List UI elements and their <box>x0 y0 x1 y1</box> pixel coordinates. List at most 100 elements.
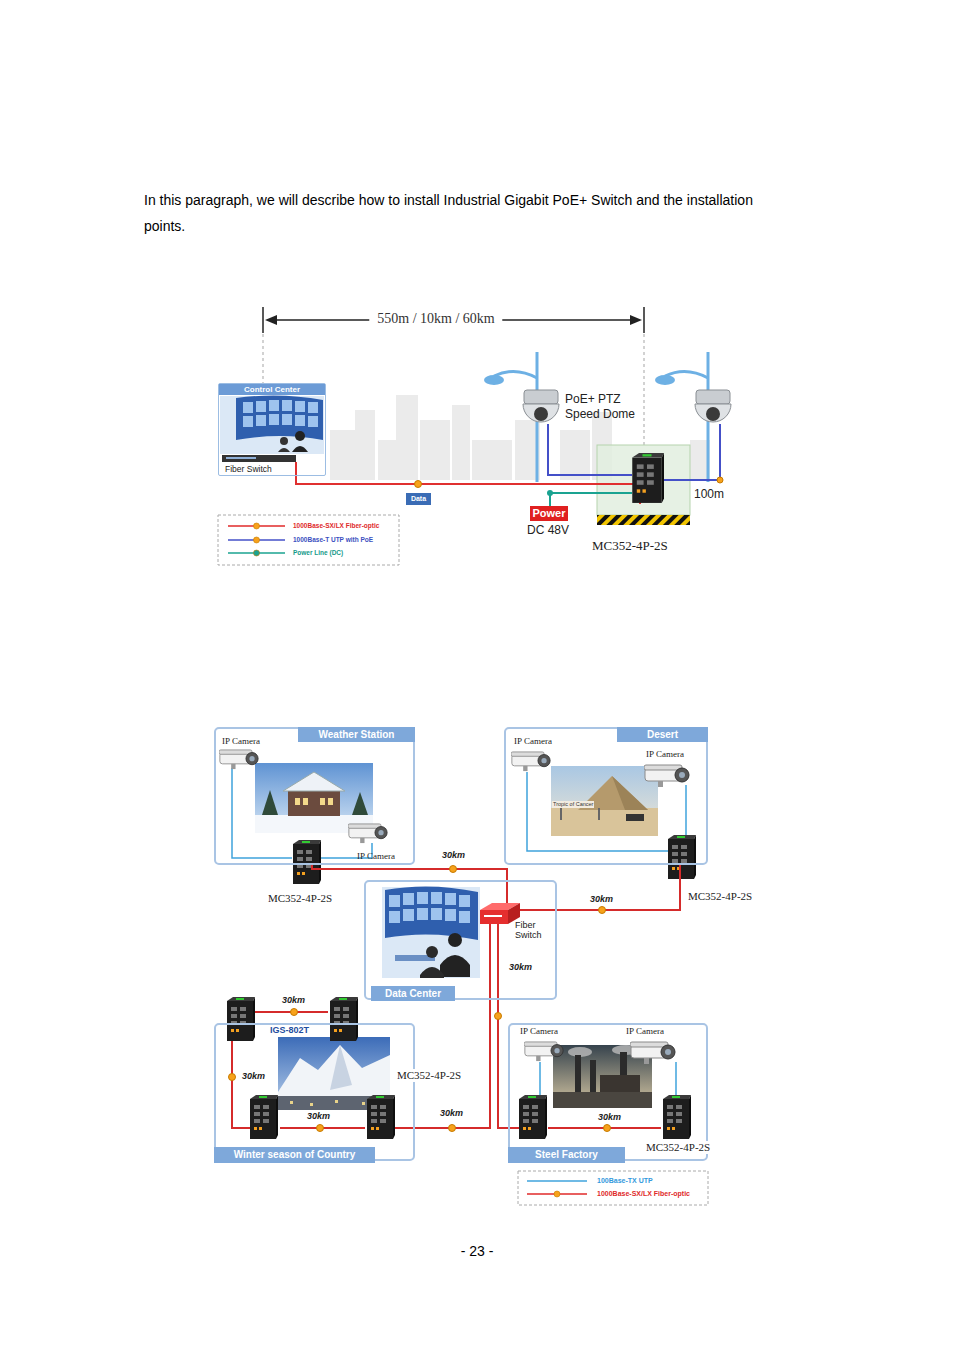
data-center-image <box>459 895 470 907</box>
model-label: MC352-4P-2S <box>268 892 332 905</box>
industrial-switch-icon <box>227 997 255 1041</box>
city-skyline <box>378 440 396 480</box>
fiber-cable <box>232 880 661 1128</box>
fiber-cable <box>489 924 491 1000</box>
weather-photo <box>320 798 325 805</box>
utp-cable <box>527 772 668 851</box>
fiber-link <box>415 1000 490 1132</box>
data-center-image <box>417 892 428 904</box>
ptz-dome-camera <box>695 404 731 422</box>
legend-marker <box>554 1191 560 1197</box>
city-skyline <box>452 405 470 480</box>
desert-photo <box>551 766 658 836</box>
fiber-cable <box>395 1127 415 1129</box>
data-center-image <box>420 967 444 978</box>
header-tab: Steel Factory <box>508 1147 625 1163</box>
desert-photo <box>598 808 600 820</box>
industrial-switch-icon <box>250 1095 278 1139</box>
desert-photo <box>551 766 658 836</box>
fiber-cable <box>506 880 508 903</box>
cable-marker <box>599 907 606 914</box>
device-label: Fiber Switch <box>225 464 272 474</box>
cable-marker <box>291 1009 298 1016</box>
city-skyline <box>396 395 418 480</box>
power-label: DC 48V <box>527 523 569 537</box>
control-room-image <box>243 400 318 427</box>
cable-marker <box>229 1074 236 1081</box>
control-room-image <box>295 431 305 441</box>
weather-photo <box>283 772 345 791</box>
control-room-image <box>256 401 266 412</box>
cable-wire <box>296 462 640 504</box>
fiber-cable <box>520 909 557 911</box>
control-room-image <box>308 402 318 413</box>
legend-marker <box>254 537 260 543</box>
control-room-image <box>220 395 324 462</box>
cable-marker <box>495 1013 502 1020</box>
data-center-image <box>440 955 470 977</box>
ptz-dome-camera <box>534 407 548 421</box>
lamp-post <box>655 375 675 385</box>
industrial-switch-icon <box>367 1095 395 1139</box>
model-label: MC352-4P-2S <box>592 538 668 554</box>
tag-text: Data <box>408 493 429 505</box>
device-label: IP Camera <box>626 1026 664 1037</box>
fiber-link <box>557 865 680 914</box>
steel-factory-photo <box>575 1055 581 1095</box>
data-center-image <box>389 911 400 923</box>
dimension-label: 550m / 10km / 60km <box>369 311 502 328</box>
sign-text: Tropic of Cancer <box>552 801 594 808</box>
ip-camera-icon <box>348 824 387 843</box>
data-center-image <box>426 946 438 958</box>
control-room-image <box>222 455 296 462</box>
ptz-dome-camera <box>523 390 731 422</box>
fiber-switch-icon <box>480 903 520 924</box>
weather-photo <box>295 798 300 805</box>
ptz-dome-camera <box>696 390 730 404</box>
header-tab: Control Center <box>219 384 325 395</box>
control-room-image <box>269 414 279 425</box>
ip-camera-icon <box>219 750 689 1064</box>
distance-label: 30km <box>242 1071 265 1082</box>
cable-marker <box>229 1009 611 1132</box>
legend-text: 1000Base-SX/LX Fiber-optic <box>293 521 379 530</box>
control-room-image <box>292 446 308 452</box>
device-label: IP Camera <box>514 736 552 747</box>
cable-marker <box>604 1125 611 1132</box>
device-label: PoE+ PTZ Speed Dome <box>565 392 647 422</box>
winter-photo <box>330 1045 352 1090</box>
legend-marker <box>254 523 260 529</box>
cable-marker <box>317 1125 324 1132</box>
dimension-line <box>643 307 645 333</box>
utp-cable <box>539 1062 541 1097</box>
data-center-image <box>382 887 480 978</box>
data-center-image <box>403 893 414 905</box>
fiber-cable <box>232 1041 250 1128</box>
ptz-dome-camera <box>523 404 559 422</box>
fiber-switch-icon <box>480 910 508 924</box>
ip-camera-icon <box>511 752 550 771</box>
device-label: IP Camera <box>357 851 395 862</box>
desert-photo <box>551 808 658 836</box>
legend-line <box>527 1180 587 1182</box>
data-center-image <box>445 909 456 921</box>
region-box: Data CenterFiber Switch <box>364 880 557 1000</box>
ip-camera-icon <box>644 765 689 787</box>
cable-wire <box>662 424 720 480</box>
page-number: - 23 - <box>461 1243 494 1260</box>
device-label: IP Camera <box>520 1026 558 1037</box>
data-center-image <box>382 886 480 978</box>
winter-photo <box>310 1103 313 1106</box>
control-room-image <box>278 448 290 452</box>
tag-text: Power <box>532 506 566 521</box>
fiber-switch-icon <box>484 915 502 917</box>
dimension-line <box>643 334 644 446</box>
legend-sample <box>527 1191 587 1197</box>
data-center-image <box>417 908 428 920</box>
winter-photo <box>278 1045 390 1100</box>
cable-marker <box>449 1125 456 1132</box>
model-label: MC352-4P-2S <box>646 1141 710 1154</box>
distance-label: 30km <box>598 1112 621 1123</box>
control-room-image <box>243 402 253 413</box>
header-tab: Desert <box>617 727 708 742</box>
